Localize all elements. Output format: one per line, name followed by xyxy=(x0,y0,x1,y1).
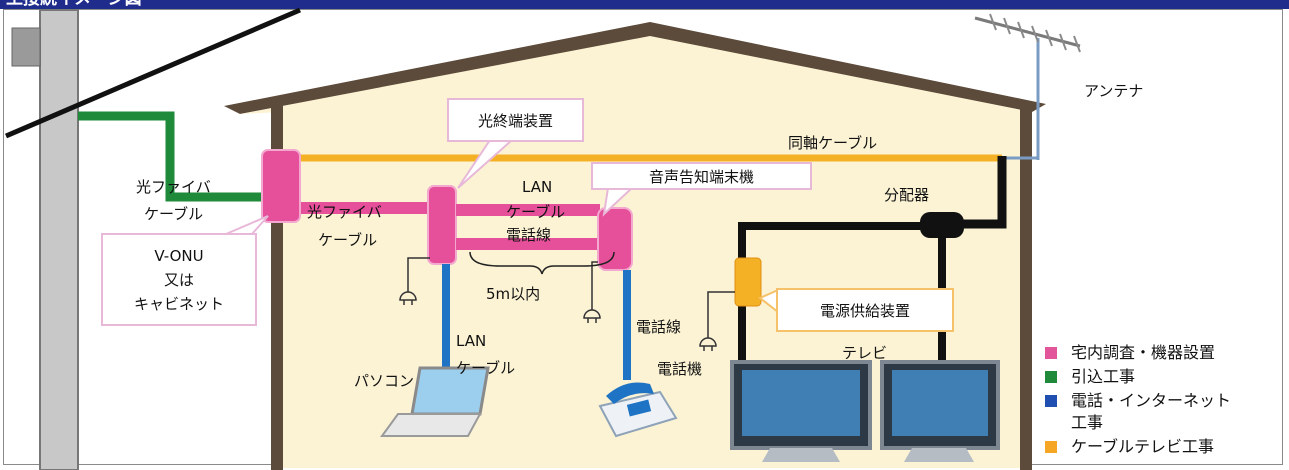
vonu-line-1: V-ONU xyxy=(154,247,204,265)
legend-item-drop-work: 引込工事 xyxy=(1045,368,1135,386)
legend-item-home-survey: 宅内調査・機器設置 xyxy=(1045,344,1215,362)
legend-item-cable-tv: ケーブルテレビ工事 xyxy=(1045,438,1214,456)
terminal-power-cord xyxy=(591,261,598,310)
ont-power-cord xyxy=(407,257,430,292)
power-supply-callout: 電源供給装置 xyxy=(776,288,954,332)
phone-label: 電話機 xyxy=(657,360,703,378)
overhead-wire xyxy=(5,7,301,139)
antenna-elements xyxy=(989,13,1081,53)
power-supply-device xyxy=(734,257,762,307)
callout-pointer-vonu xyxy=(225,215,269,235)
vonu-device xyxy=(261,149,301,223)
ont-callout: 光終端装置 xyxy=(447,98,584,142)
voice-terminal-device xyxy=(597,207,633,271)
legend-label: 宅内調査・機器設置 xyxy=(1071,343,1216,362)
legend-label: ケーブルテレビ工事 xyxy=(1071,437,1215,456)
fiber-inside-label-1: 光ファイバ xyxy=(307,203,382,221)
phone-line-center-label: 電話線 xyxy=(506,226,552,244)
vonu-line-2: 又は xyxy=(163,271,194,289)
legend-item-phone-internet: 電話・インターネット xyxy=(1045,392,1231,410)
lan-bottom-label-2: ケーブル xyxy=(456,359,516,377)
fiber-outside-label-1: 光ファイバ xyxy=(136,178,211,196)
pole-box xyxy=(11,27,41,67)
coax-down-right xyxy=(1002,156,1040,160)
legend-label: 引込工事 xyxy=(1071,367,1136,386)
lan-top-label-2: ケーブル xyxy=(506,203,566,221)
legend-swatch xyxy=(1045,347,1057,359)
plug-icon xyxy=(699,337,717,351)
header-bar: 工接続イメージ図 xyxy=(0,0,1289,9)
splitter-label: 分配器 xyxy=(884,186,930,204)
phone-line-right-label: 電話線 xyxy=(636,318,682,336)
antenna-boom xyxy=(974,16,1081,48)
green-fiber xyxy=(78,111,272,202)
lan-bottom-label-1: LAN xyxy=(456,332,487,350)
tv-cable-left xyxy=(738,222,924,362)
tv-cable-main xyxy=(960,156,1007,229)
header-title: 工接続イメージ図 xyxy=(6,0,142,9)
fiber-outside-label-2: ケーブル xyxy=(144,205,204,223)
utility-pole xyxy=(39,9,79,470)
power-supply-cord xyxy=(707,291,735,338)
legend-swatch xyxy=(1045,441,1057,453)
tv-illustration-right xyxy=(880,360,1000,462)
house-wall-right xyxy=(1020,104,1032,470)
splitter xyxy=(920,212,964,238)
within-5m-label: 5m以内 xyxy=(486,285,541,303)
antenna-label: アンテナ xyxy=(1084,82,1144,100)
distance-bracket xyxy=(469,251,615,275)
legend-label-continuation: 工事 xyxy=(1071,413,1104,432)
ont-device xyxy=(427,185,457,265)
laptop-illustration xyxy=(380,366,490,437)
fiber-inside-label-2: ケーブル xyxy=(318,231,378,249)
tv-illustration-left xyxy=(730,360,872,462)
telephone-illustration xyxy=(598,382,678,438)
legend-label: 電話・インターネット xyxy=(1071,391,1232,410)
voice-terminal-callout: 音声告知端末機 xyxy=(591,162,812,190)
tv-label: テレビ xyxy=(842,344,888,362)
vonu-line-3: キャビネット xyxy=(133,295,224,313)
legend-swatch xyxy=(1045,371,1057,383)
coax-label: 同軸ケーブル xyxy=(788,134,878,152)
plug-icon xyxy=(399,291,417,305)
pc-label: パソコン xyxy=(354,372,415,390)
lan-top-label-1: LAN xyxy=(522,178,553,196)
legend-swatch xyxy=(1045,395,1057,407)
plug-icon xyxy=(583,309,601,323)
vonu-callout: V-ONU 又は キャビネット xyxy=(101,233,257,326)
